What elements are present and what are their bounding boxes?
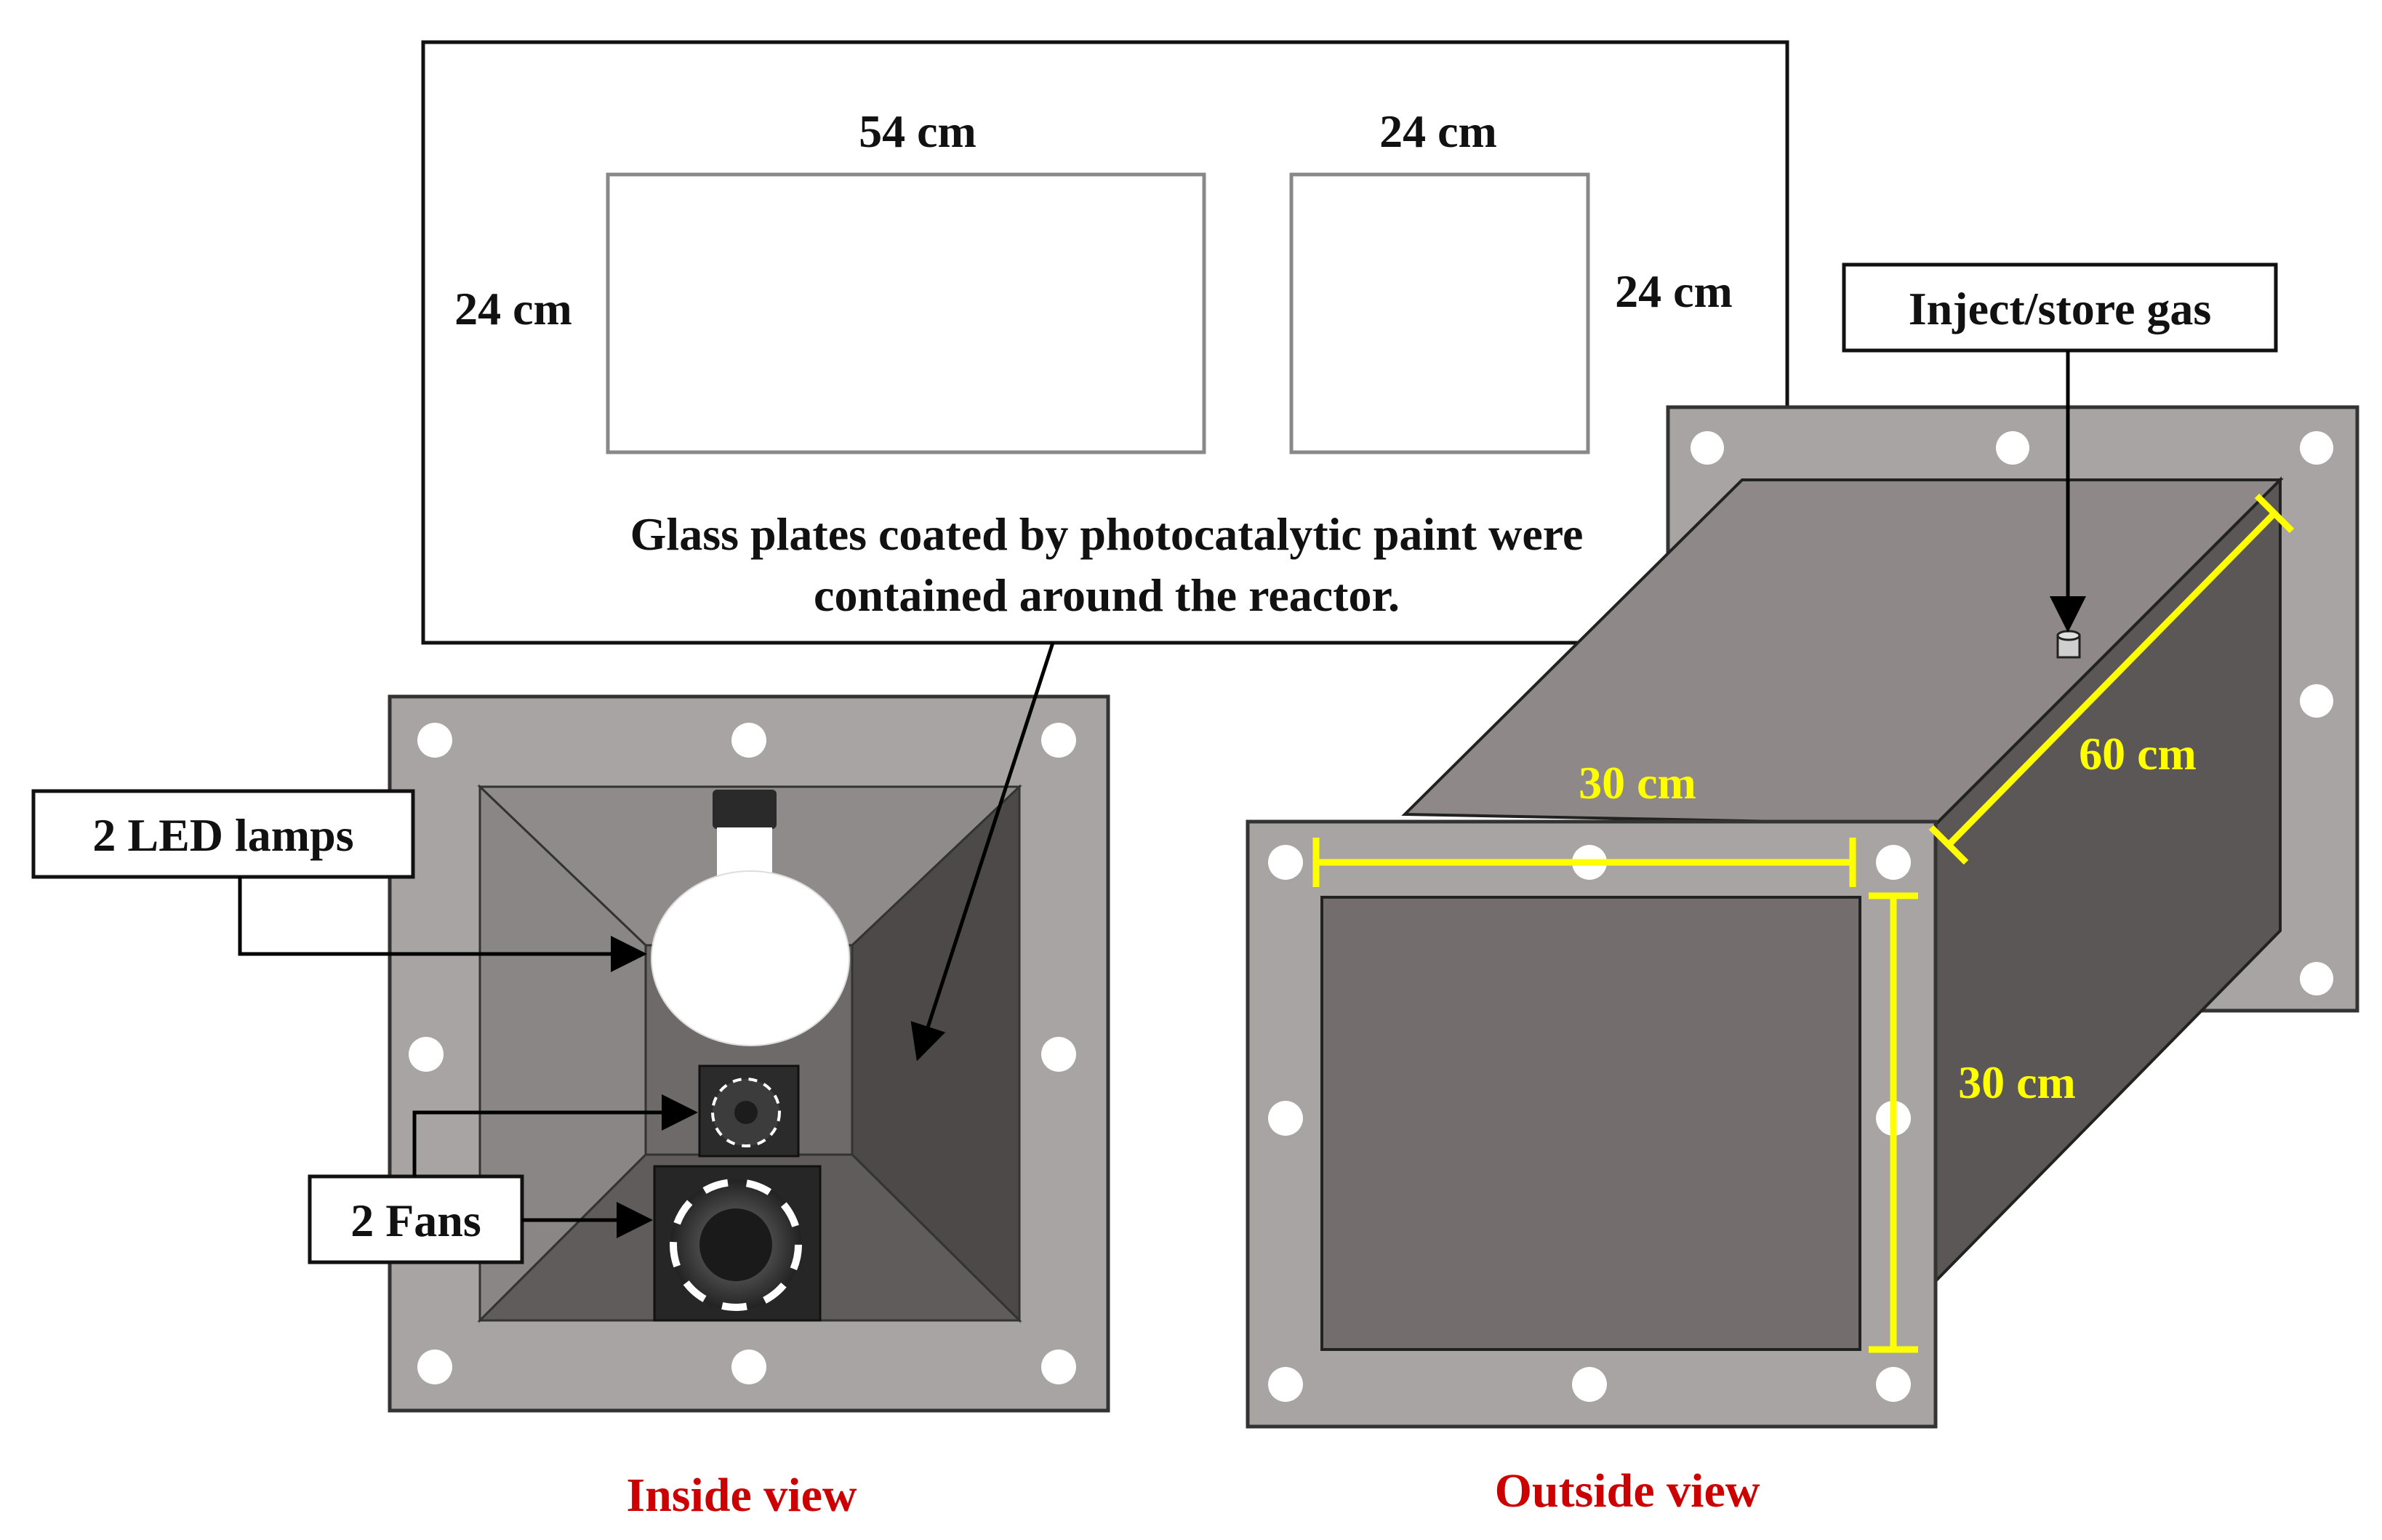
plates-pointer-arrow [910, 642, 1055, 1062]
dim-depth-line [1946, 510, 2277, 848]
led-arrow [238, 877, 647, 972]
led-lamp-icon [651, 790, 850, 1046]
plates-caption-line1: Glass plates coated by photocatalytic pa… [630, 508, 1584, 560]
gas-port-icon [2056, 630, 2081, 659]
dim-width-label: 30 cm [1579, 757, 1696, 809]
fans-label: 2 Fans [350, 1195, 481, 1246]
dim-depth-label: 60 cm [2079, 728, 2197, 779]
plate1-height-label: 24 cm [454, 283, 572, 334]
fans-arrow-small [412, 1094, 698, 1176]
led-label: 2 LED lamps [92, 809, 353, 861]
glass-plate-small [1289, 172, 1590, 454]
dimension-lines [1312, 493, 2295, 1353]
dim-height-label: 30 cm [1958, 1056, 2076, 1108]
back-flange-bolts [1691, 431, 2333, 995]
plate2-height-label: 24 cm [1615, 265, 1733, 317]
inside-flange-bolts [409, 723, 1076, 1384]
inside-view: 2 LED lamps 2 Fans Inside view [31, 642, 1110, 1522]
plate2-width-label: 24 cm [1379, 105, 1497, 157]
plate1-width-label: 54 cm [859, 105, 977, 157]
inside-view-caption: Inside view [626, 1469, 857, 1522]
large-fan-icon [653, 1165, 822, 1322]
small-fan-icon [698, 1064, 800, 1158]
outside-view: Inject/store gas 30 cm 60 cm 30 cm Outsi… [1246, 262, 2359, 1517]
glass-plates-panel: 54 cm 24 cm 24 cm 24 cm Glass plates coa… [421, 40, 1789, 645]
glass-plate-large [606, 172, 1206, 454]
front-window [1320, 896, 1861, 1351]
plates-caption-line2: contained around the reactor. [814, 569, 1400, 621]
led-label-box [31, 789, 415, 879]
outside-view-caption: Outside view [1495, 1464, 1760, 1517]
gas-label-box [1842, 262, 2278, 353]
gas-label: Inject/store gas [1909, 283, 2212, 334]
